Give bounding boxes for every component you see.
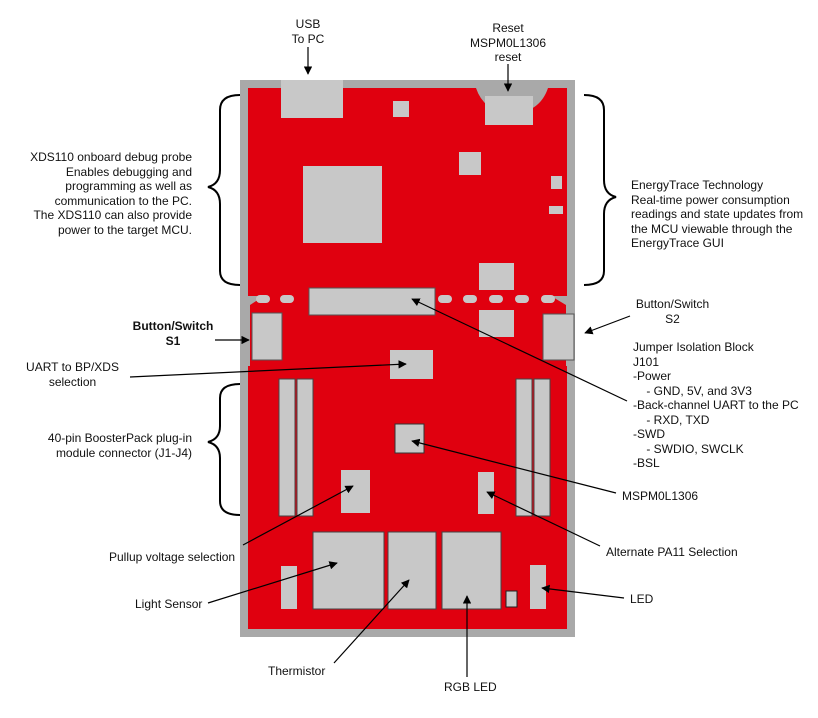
small-chip-top <box>393 101 409 117</box>
button-s1 <box>251 312 283 361</box>
boosterpack-brace <box>207 383 241 516</box>
small-part-1 <box>551 176 562 189</box>
pullup-label: Pullup voltage selection <box>109 550 236 564</box>
rgb-led <box>441 531 502 610</box>
uart-label: UART to BP/XDS selection <box>26 360 119 389</box>
pullup-jumper <box>341 470 370 513</box>
xds110-chip <box>303 166 382 243</box>
usb-label: USB To PC <box>291 17 325 46</box>
left-notch <box>240 296 264 366</box>
light-sensor <box>312 531 385 610</box>
reset-button <box>485 96 533 125</box>
thermistor-label: Thermistor <box>268 664 326 678</box>
leader-lines <box>129 47 631 677</box>
boosterpack-header-right <box>515 378 551 517</box>
button-s1-label: Button/Switch S1 <box>132 319 214 348</box>
energytrace-label: EnergyTrace Technology Real-time power c… <box>631 178 804 250</box>
light-sensor-label: Light Sensor <box>135 597 203 611</box>
xds110-brace <box>207 94 241 286</box>
thermistor <box>387 531 437 610</box>
usb-connector <box>281 80 343 118</box>
led-label: LED <box>630 592 654 606</box>
button-s2 <box>542 313 575 361</box>
button-s2-label: Button/Switch S2 <box>635 297 710 326</box>
perforation <box>256 295 555 303</box>
energytrace-brace <box>583 94 617 286</box>
energytrace-chip <box>459 152 481 175</box>
jumper-block-label: Jumper Isolation Block J101 -Power - GND… <box>633 340 799 470</box>
boosterpack-header-left <box>278 378 314 517</box>
square-below-jumper <box>479 310 514 337</box>
led <box>530 565 546 609</box>
mcu-chip <box>394 423 425 454</box>
pa11-jumper <box>478 472 494 514</box>
small-part-2 <box>549 206 563 214</box>
left-small-part <box>281 566 297 609</box>
boosterpack-label: 40-pin BoosterPack plug-in module connec… <box>47 431 192 460</box>
power-part <box>479 263 514 290</box>
mcu-label: MSPM0L1306 <box>622 489 699 503</box>
rgb-led-label: RGB LED <box>444 680 497 694</box>
tiny-led <box>505 590 518 608</box>
xds110-label: XDS110 onboard debug probe Enables debug… <box>30 150 192 237</box>
pa11-label: Alternate PA11 Selection <box>606 545 738 559</box>
reset-label: Reset MSPM0L1306 reset <box>469 21 547 64</box>
